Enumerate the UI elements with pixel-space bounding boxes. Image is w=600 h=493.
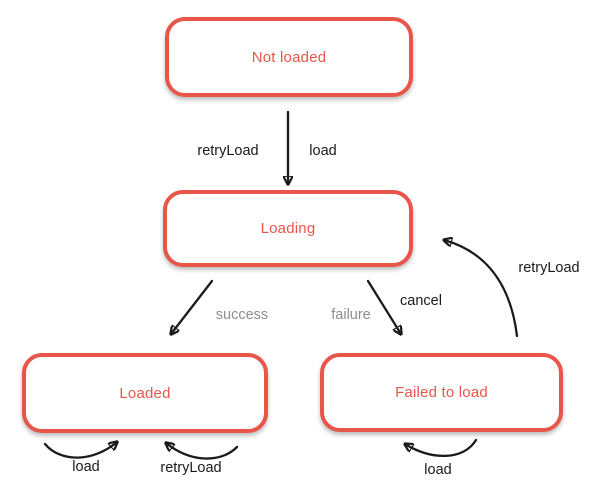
state-loading-label: Loading <box>260 220 316 237</box>
state-not-loaded-label: Not loaded <box>251 48 327 66</box>
state-loaded-label: Loaded <box>119 384 171 402</box>
transition-label-load-top: load <box>309 143 337 159</box>
arrow-retry-load-loaded-self-loop <box>166 443 239 460</box>
transition-label-load-failed-loop: load <box>424 462 452 478</box>
arrow-load-loaded-self-loop <box>43 442 117 459</box>
transition-label-failure: failure <box>331 307 371 323</box>
transition-label-success: success <box>215 307 269 323</box>
transition-label-retry-load-top: retryLoad <box>197 143 259 159</box>
state-failed-to-load-label: Failed to load <box>395 384 488 401</box>
state-loading: Loading <box>163 190 413 267</box>
state-not-loaded: Not loaded <box>165 17 413 97</box>
arrow-retry-load-failed-to-loading <box>444 240 519 338</box>
state-failed-to-load: Failed to load <box>320 353 563 432</box>
arrow-load-failed-self-loop <box>405 438 478 458</box>
transition-label-retry-load-loaded-loop: retryLoad <box>160 460 222 476</box>
state-loaded: Loaded <box>22 353 268 433</box>
transition-label-load-loaded-loop: load <box>72 459 100 475</box>
transition-label-retry-load-right: retryLoad <box>518 260 580 276</box>
arrow-failure-loading-to-failed <box>366 279 401 334</box>
arrow-success-loading-to-loaded <box>171 279 214 334</box>
transition-label-cancel: cancel <box>400 293 442 309</box>
